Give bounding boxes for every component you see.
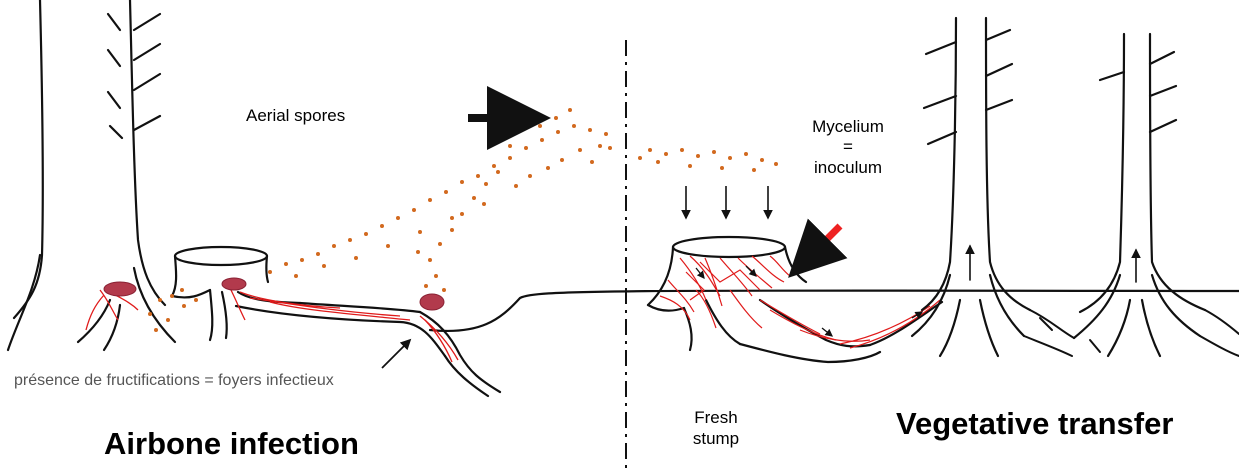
fresh-stump-label: Fresh stump — [688, 407, 744, 450]
mycelium-pointer-arrow — [798, 226, 840, 268]
mycelium-line-2: = — [792, 137, 904, 157]
left-tree — [8, 0, 175, 350]
fruiting-pointer-arrow — [382, 340, 410, 368]
mycelium-label: Mycelium = inoculum — [792, 117, 904, 178]
fruiting-presence-label: présence de fructifications = foyers inf… — [14, 372, 334, 390]
fresh-stump-line-1: Fresh — [688, 407, 744, 428]
fresh-stump — [648, 237, 942, 362]
airbone-infection-title: Airbone infection — [104, 426, 359, 462]
mycelium-line-1: Mycelium — [792, 117, 904, 137]
right-tree-1 — [912, 18, 1030, 356]
right-roots — [1024, 310, 1239, 356]
falling-spore-arrows — [686, 186, 768, 218]
aerial-spores-label: Aerial spores — [246, 106, 345, 126]
mycelium-line-3: inoculum — [792, 158, 904, 178]
right-tree-2 — [1074, 34, 1205, 356]
fresh-stump-line-2: stump — [688, 428, 744, 449]
left-mycelium — [86, 288, 458, 362]
vegetative-transfer-title: Vegetative transfer — [896, 406, 1173, 442]
